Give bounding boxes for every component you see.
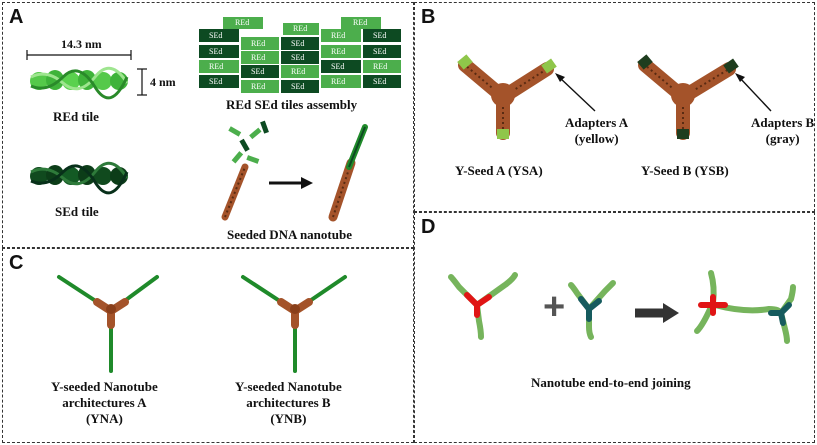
tile-label: SEd	[291, 39, 305, 48]
yna-caption: Y-seeded Nanotube architectures A (YNA)	[51, 379, 158, 427]
panel-c-label: C	[9, 252, 24, 274]
ysa-caption: Y-Seed A (YSA)	[455, 163, 543, 178]
ynb-shape	[241, 275, 347, 373]
tile-label: REd	[235, 18, 250, 27]
scale-length-label: 14.3 nm	[61, 37, 102, 51]
panel-c: C Y-seeded Nanotube architectures A (YNA…	[2, 248, 414, 443]
tile-label: REd	[209, 62, 224, 71]
tile-label: SEd	[291, 53, 305, 62]
yna-line2: architectures A	[62, 395, 147, 410]
tile-label: SEd	[373, 31, 387, 40]
middle-y-structure	[568, 280, 616, 340]
tile-label: SEd	[291, 82, 305, 91]
joined-structure	[694, 270, 796, 344]
red-tile-caption: REd tile	[53, 109, 99, 124]
adapters-a-label: Adapters A (yellow)	[565, 115, 628, 147]
adapters-a-line2: (yellow)	[574, 131, 619, 146]
panel-d: D + Nanotube end-t	[414, 212, 815, 443]
yna-line1: Y-seeded Nanotube	[51, 379, 158, 394]
panel-c-graphics	[57, 275, 347, 373]
y-seed-a-shape	[457, 54, 557, 140]
tile-label: SEd	[373, 77, 387, 86]
yna-shape	[57, 275, 159, 373]
adapters-b-line1: Adapters B	[751, 115, 815, 130]
red-tile-shape	[30, 66, 129, 100]
sed-tile-shape	[30, 161, 129, 195]
tile-label: REd	[251, 82, 266, 91]
panel-a-label: A	[9, 6, 24, 28]
ynb-line1: Y-seeded Nanotube	[235, 379, 342, 394]
plus-symbol: +	[543, 286, 565, 328]
assembly-caption: REd SEd tiles assembly	[226, 97, 358, 112]
tile-label: REd	[291, 67, 306, 76]
tile-label: REd	[293, 24, 308, 33]
adapters-b-line2: (gray)	[765, 131, 800, 146]
tile-label: SEd	[209, 31, 223, 40]
ysb-caption: Y-Seed B (YSB)	[641, 163, 729, 178]
tile-label: SEd	[373, 47, 387, 56]
panel-b: B	[414, 2, 815, 212]
tile-label: REd	[251, 39, 266, 48]
tile-label: REd	[373, 62, 388, 71]
tile-label: REd	[331, 31, 346, 40]
panel-b-graphics	[457, 54, 772, 140]
panel-d-caption: Nanotube end-to-end joining	[531, 375, 691, 390]
panel-a-graphics	[26, 17, 401, 222]
tile-label: REd	[353, 18, 368, 27]
left-y-structure	[448, 272, 518, 340]
tile-label: REd	[251, 53, 266, 62]
sed-tile-caption: SEd tile	[55, 204, 99, 219]
scale-height-label: 4 nm	[150, 75, 176, 89]
nanotube-caption: Seeded DNA nanotube	[227, 227, 352, 242]
tile-assembly	[199, 17, 401, 93]
seeded-nanotube-sketch	[221, 120, 368, 222]
adapters-a-line1: Adapters A	[565, 115, 629, 130]
tile-label: SEd	[331, 62, 345, 71]
panel-b-label: B	[421, 6, 436, 28]
panel-a: A	[2, 2, 414, 248]
panel-d-graphics: +	[448, 270, 796, 344]
tile-label: SEd	[209, 47, 223, 56]
tile-label: REd	[331, 47, 346, 56]
ynb-caption: Y-seeded Nanotube architectures B (YNB)	[235, 379, 342, 427]
tile-label: REd	[331, 77, 346, 86]
adapters-b-label: Adapters B (gray)	[751, 115, 814, 147]
ynb-line3: (YNB)	[270, 411, 307, 426]
yna-line3: (YNA)	[85, 411, 123, 426]
tile-label: SEd	[209, 77, 223, 86]
y-seed-b-shape	[637, 54, 739, 140]
tile-label: SEd	[251, 67, 265, 76]
ynb-line2: architectures B	[246, 395, 331, 410]
panel-d-label: D	[421, 216, 436, 238]
